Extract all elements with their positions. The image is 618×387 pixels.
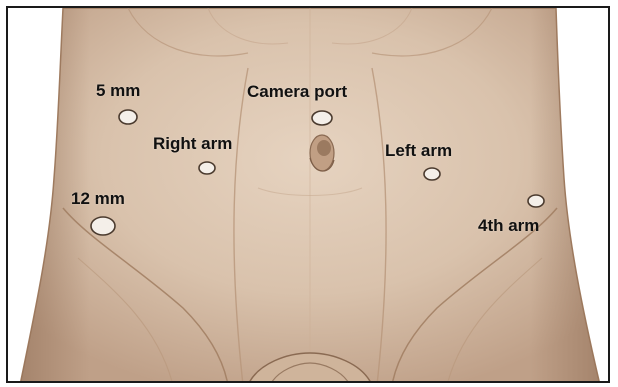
illustration-frame: 5 mm Camera port Right arm Left arm 12 m… [6,6,610,383]
label-5mm: 5 mm [96,82,140,99]
port-5mm [119,110,137,124]
port-12mm [91,217,115,235]
port-4th-arm [528,195,544,207]
label-left-arm: Left arm [385,142,452,159]
label-12mm: 12 mm [71,190,125,207]
port-left-arm [424,168,440,180]
label-right-arm: Right arm [153,135,232,152]
port-camera [312,111,332,125]
port-right-arm [199,162,215,174]
label-4th-arm: 4th arm [478,217,539,234]
label-camera-port: Camera port [247,83,347,100]
